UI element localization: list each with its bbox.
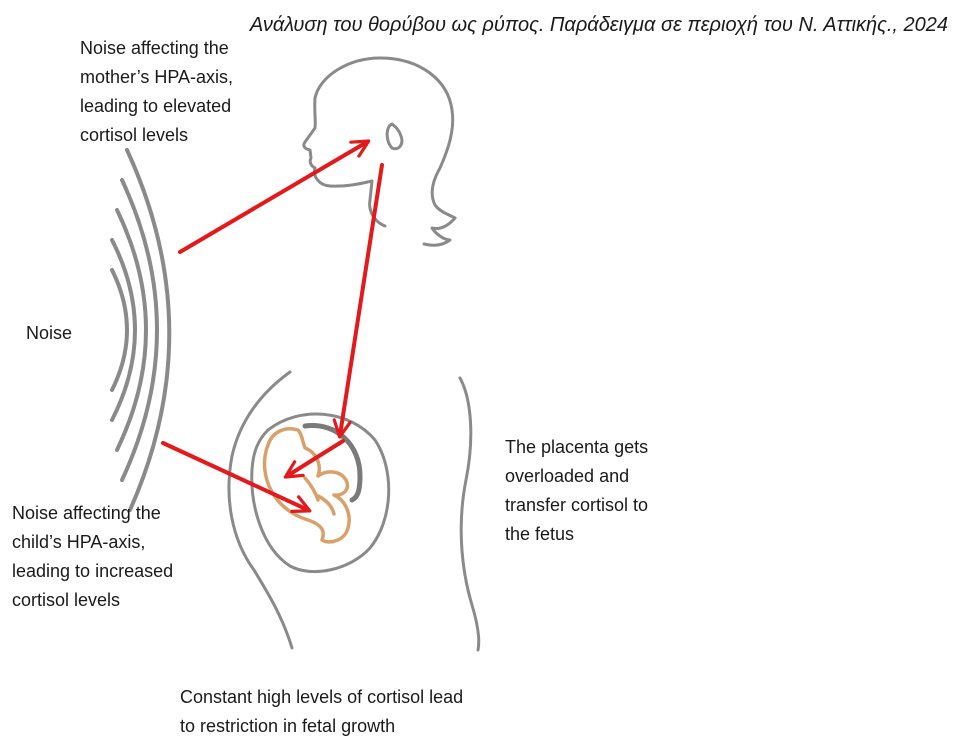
noise-waves [112, 150, 169, 510]
source-caption: Ανάλυση του θορύβου ως ρύπος. Παράδειγμα… [250, 14, 948, 37]
label-mother-hpa: Noise affecting the mother’s HPA-axis, l… [80, 34, 233, 150]
arrows [163, 142, 382, 510]
label-line: Noise affecting the [12, 499, 173, 528]
sound-wave-1 [112, 270, 127, 390]
label-fetal-growth-restriction: Constant high levels of cortisol lead to… [180, 683, 463, 740]
label-line: cortisol levels [80, 121, 233, 150]
label-line: transfer cortisol to [505, 491, 648, 520]
label-line: child’s HPA-axis, [12, 528, 173, 557]
back-outline [460, 378, 479, 650]
label-noise: Noise [26, 319, 72, 348]
label-line: overloaded and [505, 462, 648, 491]
label-child-hpa: Noise affecting the child’s HPA-axis, le… [12, 499, 173, 615]
label-line: Noise affecting the [80, 34, 233, 63]
fetus-limb [305, 478, 318, 500]
fetus-detail [318, 496, 334, 514]
label-line: Noise [26, 319, 72, 348]
label-line: to restriction in fetal growth [180, 712, 463, 740]
arrow-noise-to-ear [180, 142, 367, 252]
sound-wave-3 [117, 210, 146, 450]
label-line: The placenta gets [505, 433, 648, 462]
label-placenta: The placenta gets overloaded and transfe… [505, 433, 648, 549]
mother-ear [387, 124, 402, 149]
mother-hair-tips [424, 218, 455, 245]
mother-silhouette [304, 58, 455, 245]
body-outline [229, 372, 479, 650]
label-line: cortisol levels [12, 586, 173, 615]
label-line: leading to elevated [80, 92, 233, 121]
arrow-ear-to-placenta [340, 165, 382, 435]
sound-wave-2 [112, 240, 135, 420]
mother-face-line [304, 98, 385, 226]
label-line: leading to increased [12, 557, 173, 586]
label-line: Constant high levels of cortisol lead [180, 683, 463, 712]
label-line: mother’s HPA-axis, [80, 63, 233, 92]
belly-outline [229, 372, 292, 648]
label-line: the fetus [505, 520, 648, 549]
mother-profile-line [315, 58, 455, 218]
